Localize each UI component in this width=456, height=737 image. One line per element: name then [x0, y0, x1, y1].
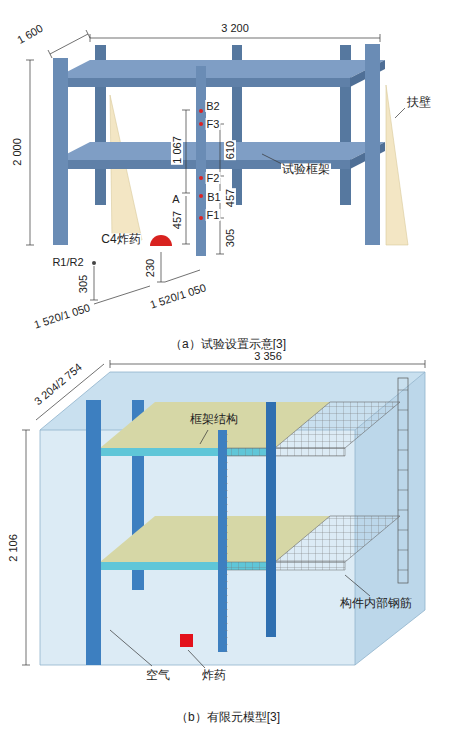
air-domain [40, 372, 425, 665]
label: 2 106 [7, 533, 19, 563]
label: 230 [144, 258, 156, 278]
label: A [171, 193, 180, 205]
label: R1/R2 [51, 256, 84, 268]
label: 3 200 [220, 22, 250, 34]
label: B2 [205, 100, 220, 112]
label: 2 000 [11, 137, 23, 167]
label: 305 [77, 274, 89, 294]
label: 扶壁 [406, 96, 432, 109]
test-frame [53, 44, 408, 256]
label: 610 [224, 140, 236, 160]
label: 457 [224, 188, 236, 208]
label: F3 [206, 118, 221, 130]
label: 3 356 [253, 350, 283, 362]
label: 305 [224, 228, 236, 248]
dimension-lines [26, 30, 405, 304]
label: C4炸药 [100, 233, 141, 246]
caption: （b）有限元模型[3] [175, 711, 281, 724]
frame-model [86, 378, 408, 665]
label: 构件内部钢筋 [339, 597, 413, 610]
label: F2 [206, 172, 221, 184]
label: B1 [206, 191, 221, 203]
label: 1 067 [171, 135, 183, 165]
dimension-lines [22, 360, 425, 668]
c4-charge [150, 235, 172, 246]
label: 空气 [145, 669, 171, 682]
label: 框架结构 [189, 413, 239, 426]
label: 1 520/1 050 [148, 281, 209, 311]
label: F1 [206, 209, 221, 221]
label: 试验框架 [281, 163, 331, 176]
label: 炸药 [201, 669, 227, 682]
label: 1 600 [14, 21, 46, 46]
label: 457 [171, 210, 183, 230]
label: 1 520/1 050 [32, 301, 93, 331]
